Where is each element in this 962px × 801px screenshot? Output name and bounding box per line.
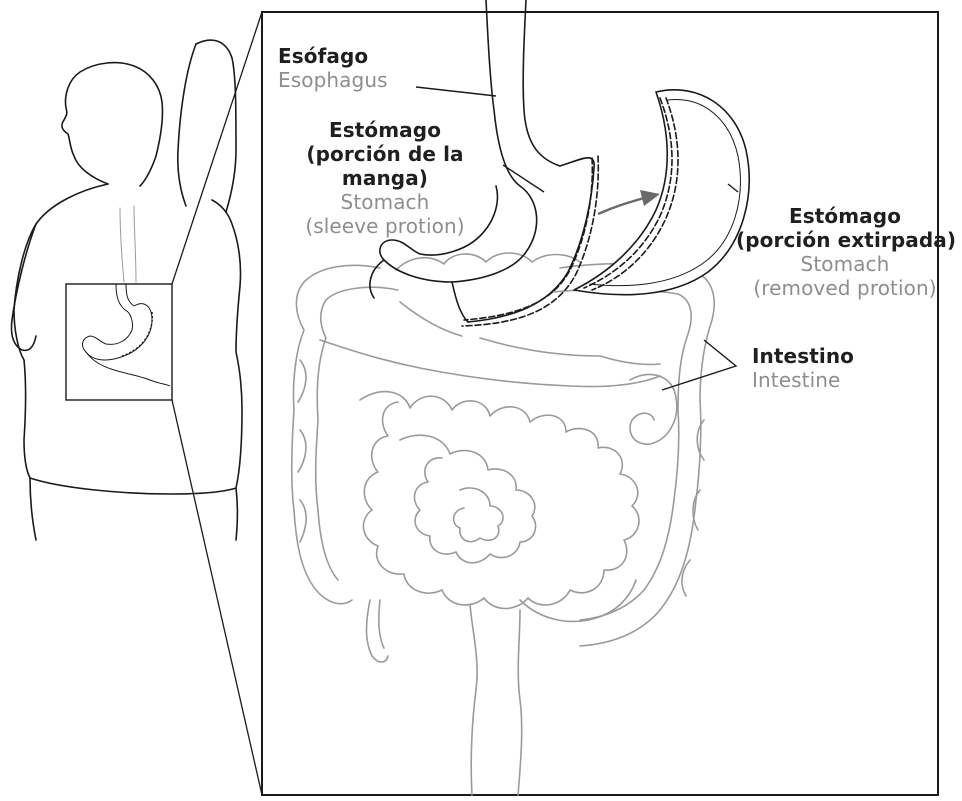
label-removed-en-1: Stomach <box>736 252 954 276</box>
person-raised-arm <box>196 40 236 212</box>
label-removed: Estómago (porción extirpada) Stomach (re… <box>736 204 954 300</box>
label-esophagus-en: Esophagus <box>278 68 388 92</box>
label-removed-es-2: (porción extirpada) <box>736 228 954 252</box>
label-intestine-en: Intestine <box>752 368 854 392</box>
label-removed-en-2: (removed protion) <box>736 276 954 300</box>
label-sleeve-es-3: manga) <box>298 166 472 190</box>
zoom-line-top <box>172 12 262 284</box>
person-raised-arm-inner <box>178 44 196 206</box>
label-sleeve-es-1: Estómago <box>298 118 472 142</box>
label-sleeve-en-2: (sleeve protion) <box>298 214 472 238</box>
zoom-lines <box>172 12 262 795</box>
person-head <box>62 63 163 186</box>
label-esophagus: Esófago Esophagus <box>278 44 388 92</box>
zoom-line-bottom <box>172 400 262 795</box>
label-sleeve-es-2: (porción de la <box>298 142 472 166</box>
label-removed-es-1: Estómago <box>736 204 954 228</box>
label-sleeve: Estómago (porción de la manga) Stomach (… <box>298 118 472 238</box>
person-legs <box>30 478 238 540</box>
label-sleeve-en-1: Stomach <box>298 190 472 214</box>
label-intestine-es: Intestino <box>752 344 854 368</box>
body-inset <box>66 284 172 400</box>
label-esophagus-es: Esófago <box>278 44 388 68</box>
label-intestine: Intestino Intestine <box>752 344 854 392</box>
person-spine <box>120 206 136 282</box>
